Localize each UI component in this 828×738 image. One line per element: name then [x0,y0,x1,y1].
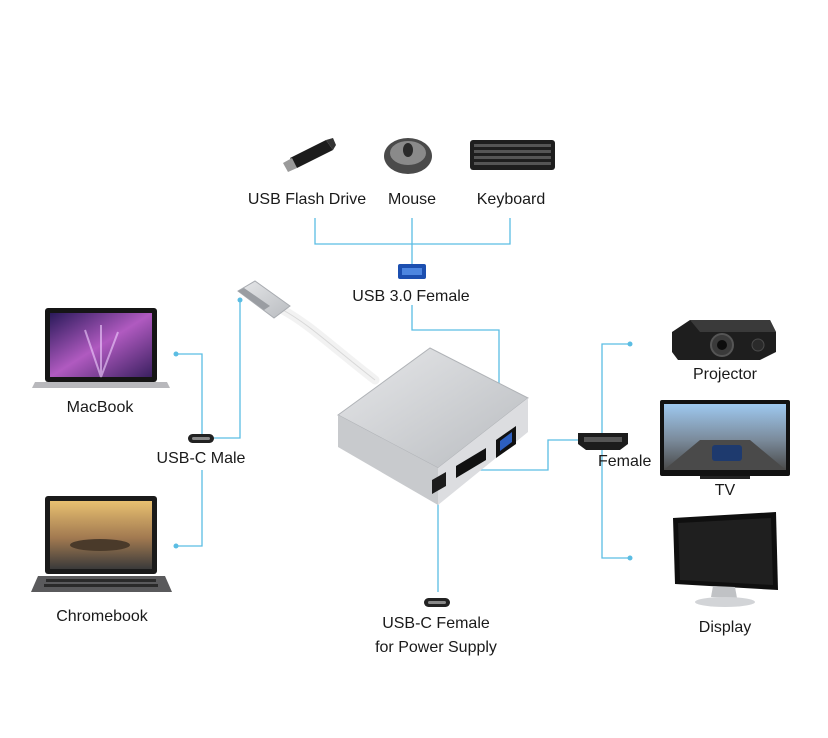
macbook-laptop-icon [32,308,170,388]
tv-label: TV [714,482,736,499]
usb-a-port-icon [398,264,426,279]
mouse-icon [384,138,432,174]
mouse-label: Mouse [387,191,437,208]
macbook-label: MacBook [66,399,134,416]
display-label: Display [698,619,752,636]
monitor-icon [673,512,778,607]
chromebook-label: Chromebook [56,608,148,625]
hdmi-port-icon [578,433,628,450]
adapter-icon [237,280,529,505]
keyboard-label: Keyboard [476,191,546,208]
keyboard-icon [470,140,555,170]
connector-lines [176,218,630,592]
usb30-female-label: USB 3.0 Female [352,288,470,305]
usb-c-male-port-icon [188,434,214,443]
chromebook-laptop-icon [31,496,172,592]
usbc-female-power-label: USB-C Female for Power Supply [375,615,497,656]
usbc-male-label: USB-C Male [156,450,246,467]
projector-icon [672,320,776,360]
hdmi-female-label: Female [598,453,652,470]
tv-icon [660,400,790,479]
projector-label: Projector [692,366,758,383]
usb-c-power-port-icon [424,598,450,607]
usb-flash-drive-label: USB Flash Drive [247,191,367,208]
usb-flash-drive-icon [283,138,336,172]
